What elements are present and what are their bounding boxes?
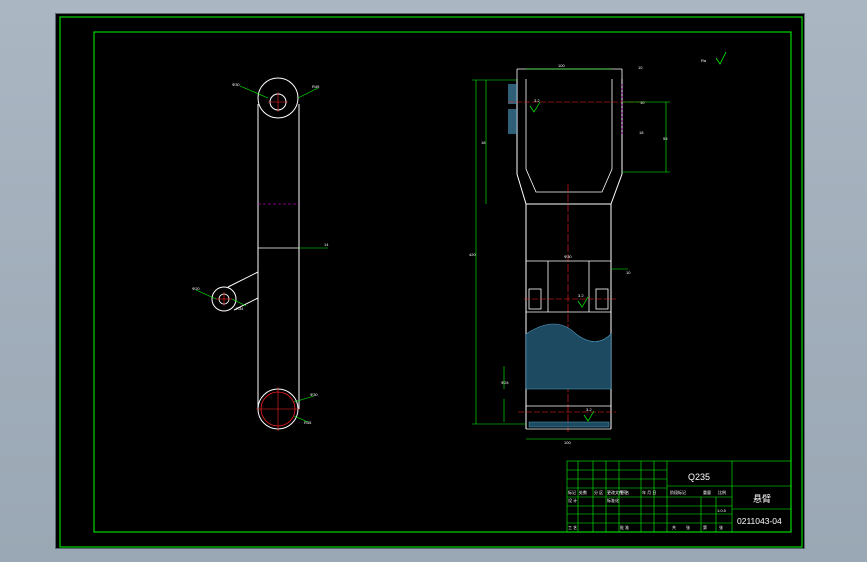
- svg-text:18: 18: [639, 130, 644, 135]
- svg-text:第: 第: [703, 524, 707, 530]
- svg-text:设 计: 设 计: [568, 497, 577, 503]
- title-block: [566, 460, 792, 533]
- svg-text:处数: 处数: [579, 489, 587, 495]
- outer-frame: [59, 16, 803, 548]
- material-label: Q235: [688, 472, 710, 482]
- engineering-drawing: Ra: [59, 16, 803, 548]
- svg-text:100: 100: [564, 440, 571, 445]
- svg-text:批 准: 批 准: [620, 524, 629, 530]
- part-name: 悬臂: [753, 493, 771, 504]
- svg-text:阶段标记: 阶段标记: [670, 489, 686, 495]
- title-block-text: Q235 悬臂 0211043-04 标记 处数 分 区 更改文件号 签 名 年…: [568, 472, 782, 530]
- arm-view: Φ30 R45 14 Φ20 R34 Φ30 R45: [192, 77, 329, 431]
- svg-text:Φ30: Φ30: [310, 392, 318, 397]
- svg-text:R45: R45: [312, 84, 320, 89]
- svg-text:分 区: 分 区: [594, 489, 603, 495]
- svg-text:18: 18: [481, 140, 486, 145]
- svg-text:Φ30: Φ30: [564, 254, 572, 259]
- svg-text:更改文件号: 更改文件号: [607, 489, 627, 495]
- svg-text:1:0.5: 1:0.5: [717, 508, 727, 513]
- hatched-section: [525, 323, 612, 390]
- svg-text:工 艺: 工 艺: [568, 525, 577, 530]
- svg-text:标准化: 标准化: [607, 497, 619, 503]
- svg-text:共: 共: [672, 524, 676, 530]
- svg-text:3.2: 3.2: [534, 98, 540, 103]
- svg-text:14: 14: [324, 242, 329, 247]
- svg-text:3.2: 3.2: [578, 293, 584, 298]
- svg-text:重量: 重量: [703, 489, 711, 495]
- svg-text:3.2: 3.2: [586, 407, 592, 412]
- svg-text:R34: R34: [236, 306, 244, 311]
- roughness-label: Ra: [701, 58, 707, 63]
- cad-viewport[interactable]: Ra: [55, 13, 805, 549]
- svg-text:10: 10: [638, 65, 643, 70]
- drawing-number: 0211043-04: [737, 516, 782, 526]
- svg-text:420: 420: [469, 252, 476, 257]
- svg-text:R45: R45: [304, 420, 312, 425]
- svg-text:100: 100: [558, 63, 565, 68]
- svg-text:标记: 标记: [568, 489, 576, 495]
- svg-text:Φ24: Φ24: [501, 380, 509, 385]
- svg-text:10: 10: [626, 270, 631, 275]
- roughness-symbol: Ra: [701, 51, 727, 65]
- svg-text:Φ20: Φ20: [192, 286, 200, 291]
- svg-text:55: 55: [663, 136, 668, 141]
- svg-text:张: 张: [719, 524, 723, 530]
- svg-text:签 名: 签 名: [620, 489, 629, 495]
- svg-text:年 月 日: 年 月 日: [642, 489, 656, 495]
- fork-view: 100 10 55 18 10 420 Φ30 10 3.2 3.2 3.2 Φ…: [469, 63, 670, 445]
- svg-text:10: 10: [640, 100, 645, 105]
- svg-text:比例: 比例: [718, 489, 726, 495]
- svg-text:张: 张: [686, 524, 690, 530]
- side-boss: [211, 286, 237, 312]
- inner-frame: [93, 31, 792, 533]
- svg-text:Φ30: Φ30: [232, 82, 240, 87]
